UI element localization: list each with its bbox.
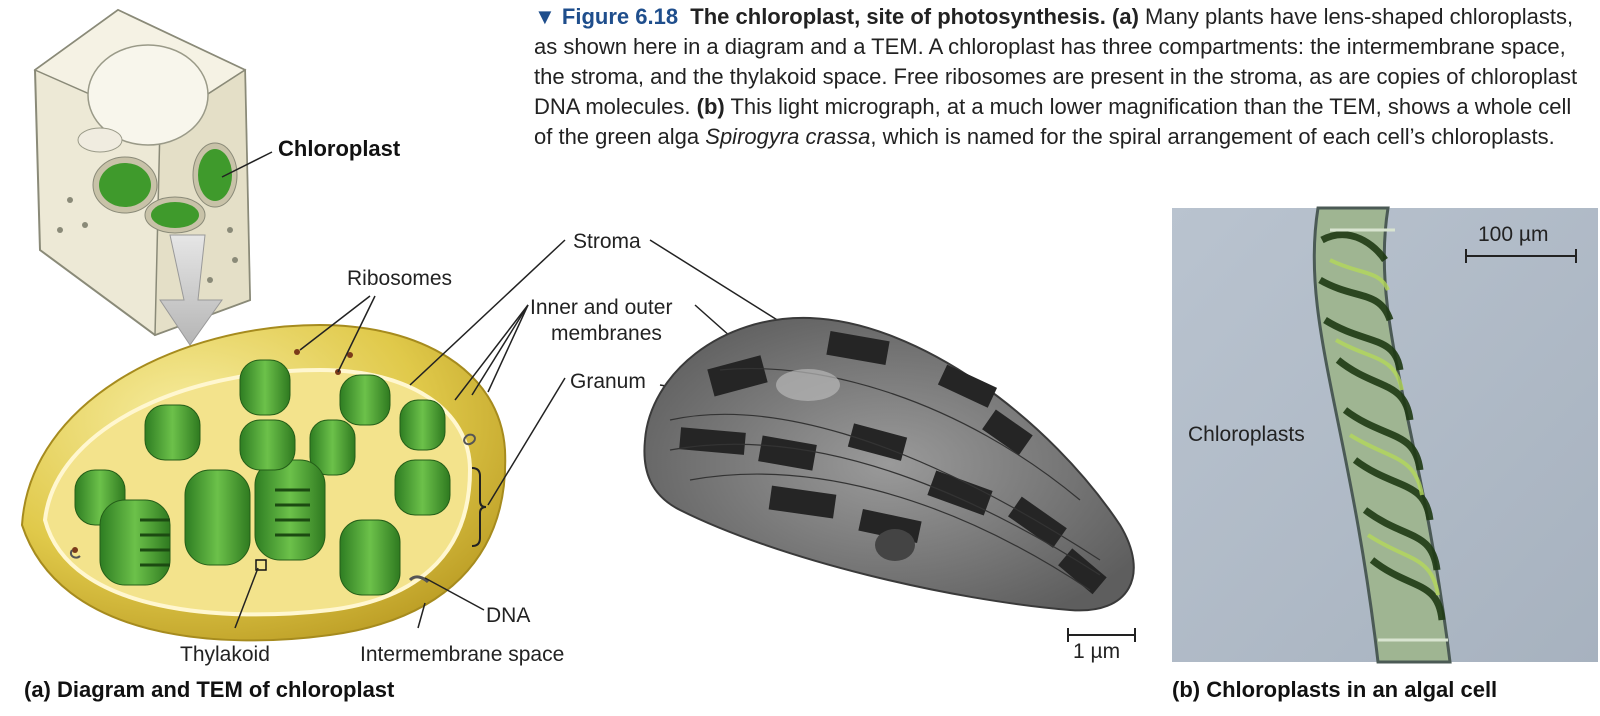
part-b-marker: (b) — [696, 94, 725, 119]
label-scale-100um: 100 µm — [1478, 223, 1549, 246]
chloroplast-diagram — [20, 323, 507, 642]
leader-lines — [221, 151, 1351, 629]
label-scale-1um: 1 µm — [1073, 640, 1121, 663]
label-chloroplast: Chloroplast — [278, 136, 401, 161]
part-a-text: Many plants have lens-shaped chloroplast… — [534, 4, 1578, 119]
light-micrograph — [1172, 206, 1598, 664]
label-inner-outer: Inner and outer — [530, 296, 673, 319]
granum-bracket — [471, 467, 487, 547]
species-name: Spirogyra crassa — [705, 124, 871, 149]
figure-caption: ▼ Figure 6.18 The chloroplast, site of p… — [534, 2, 1584, 152]
part-b-text: This light micrograph, at a much lower m… — [534, 94, 1572, 149]
figure-number: Figure 6.18 — [561, 4, 679, 29]
plant-cell-sketch — [33, 8, 252, 337]
label-intermembrane-space: Intermembrane space — [360, 643, 565, 666]
panel-a-title: (a) Diagram and TEM of chloroplast — [24, 677, 395, 702]
tem-micrograph — [643, 316, 1135, 612]
triangle-icon: ▼ — [534, 4, 556, 29]
label-thylakoid: Thylakoid — [180, 643, 270, 666]
micro-scale-bar — [1465, 249, 1577, 263]
part-a-marker: (a) — [1112, 4, 1139, 29]
label-stroma: Stroma — [573, 230, 641, 253]
label-ribosomes: Ribosomes — [347, 267, 453, 290]
figure-title: The chloroplast, site of photosynthesis. — [690, 4, 1106, 29]
panel-b-title: (b) Chloroplasts in an algal cell — [1172, 677, 1498, 702]
label-membranes: membranes — [551, 322, 662, 345]
label-dna: DNA — [486, 604, 531, 627]
tem-scale-bar — [1067, 628, 1136, 642]
label-granum: Granum — [570, 370, 646, 393]
part-b-text-end: , which is named for the spiral arrangem… — [870, 124, 1555, 149]
label-chloroplasts: Chloroplasts — [1188, 423, 1305, 446]
magnify-arrow — [159, 234, 223, 346]
